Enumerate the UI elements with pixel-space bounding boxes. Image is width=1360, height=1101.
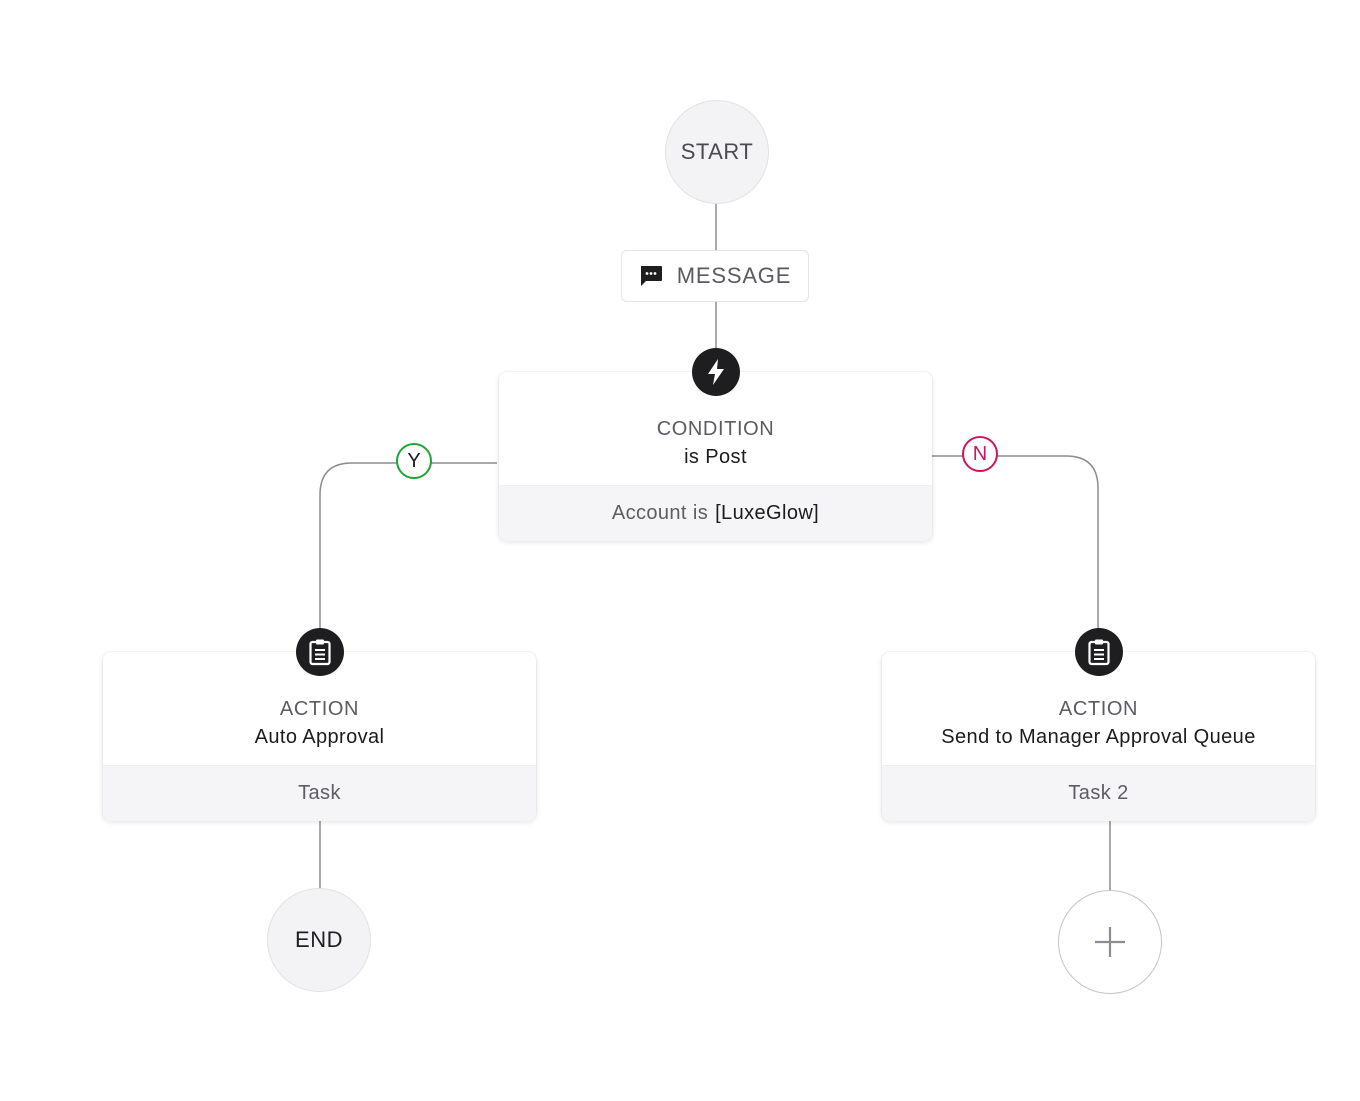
end-label: END [295,927,343,952]
action-footer: Task [103,765,536,821]
action-type-label: ACTION [279,698,360,720]
action-type-label: ACTION [1058,698,1139,720]
condition-detail: Account is [LuxeGlow] [499,485,932,541]
lightning-bolt-icon [691,348,740,396]
chat-bubble-icon [639,265,663,287]
action-card-manager-queue[interactable]: ACTION Send to Manager Approval Queue Ta… [882,628,1315,821]
no-branch-badge: N [962,436,998,472]
clipboard-icon [295,628,344,676]
connector-yes-branch [319,462,497,628]
action-footer: Task 2 [882,765,1315,821]
start-node[interactable]: START [665,100,769,204]
end-node[interactable]: END [267,888,371,992]
condition-header: CONDITION is Post [499,372,932,485]
no-branch-label: N [972,443,988,465]
yes-branch-badge: Y [396,443,432,479]
yes-branch-label: Y [407,450,421,472]
connector-no-branch [932,455,1099,628]
trigger-message-chip[interactable]: MESSAGE [621,250,809,302]
add-step-button[interactable] [1058,890,1162,994]
condition-type-label: CONDITION [656,418,775,440]
action-footer-label: Task 2 [1068,782,1129,804]
action-header: ACTION Send to Manager Approval Queue [882,652,1315,765]
condition-detail-prefix: Account is [611,502,709,524]
condition-card[interactable]: CONDITION is Post Account is [LuxeGlow] [499,348,932,541]
condition-title: is Post [684,446,747,468]
start-label: START [680,139,754,164]
action-title: Send to Manager Approval Queue [941,726,1256,748]
action-title: Auto Approval [254,726,385,748]
action-footer-label: Task [298,782,341,804]
clipboard-icon [1074,628,1123,676]
trigger-label: MESSAGE [676,263,792,288]
condition-detail-value: [LuxeGlow] [715,502,820,524]
action-header: ACTION Auto Approval [103,652,536,765]
plus-icon [1092,924,1128,960]
action-card-auto-approval[interactable]: ACTION Auto Approval Task [103,628,536,821]
